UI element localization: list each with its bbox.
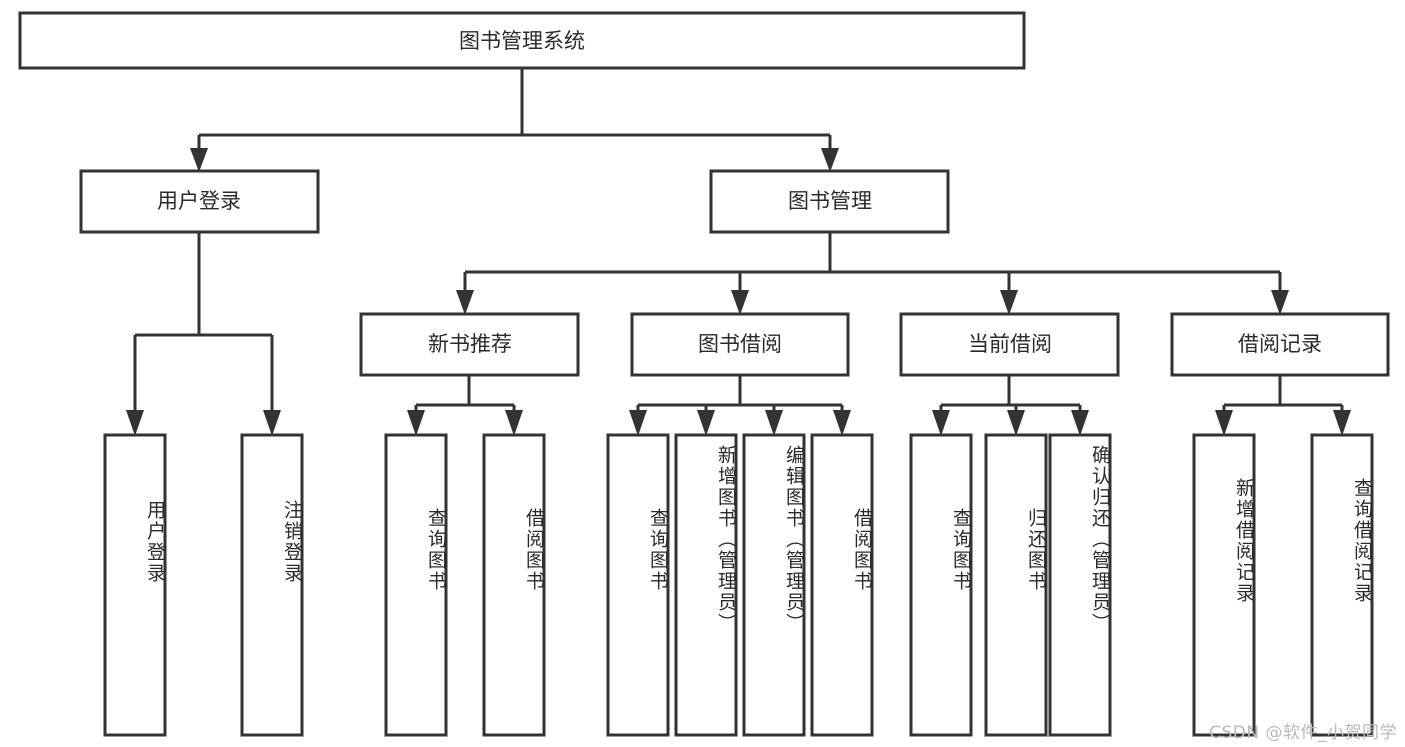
- node-box-leaf-query-book-rec[interactable]: [384, 433, 448, 737]
- node-box-group: 图书管理系统 用户登录 图书管理 新书推荐 图书借阅 当前借阅 借阅记录: [18, 11, 1390, 737]
- node-box-new-book-recommend[interactable]: [359, 312, 580, 377]
- node-box-leaf-user-logout[interactable]: [240, 433, 304, 737]
- node-box-root[interactable]: [18, 11, 1026, 70]
- arrow-icon: [731, 290, 749, 315]
- arrow-icon: [932, 410, 950, 436]
- arrow-icon: [697, 410, 715, 436]
- node-box-leaf-query-book-current[interactable]: [909, 433, 973, 737]
- arrow-icon: [126, 410, 144, 436]
- arrow-icon: [1000, 290, 1018, 315]
- arrow-icon: [1333, 410, 1351, 436]
- arrow-icon: [1271, 290, 1289, 315]
- node-box-leaf-return-book[interactable]: [984, 433, 1048, 737]
- arrow-icon: [1071, 410, 1089, 436]
- node-box-user-login[interactable]: [79, 169, 320, 234]
- node-box-book-management[interactable]: [709, 169, 950, 234]
- watermark: CSDN @软件_小贺同学: [1209, 723, 1397, 743]
- node-label-new-book-recommend: 新书推荐: [428, 332, 512, 356]
- node-box-book-borrow[interactable]: [630, 312, 850, 377]
- node-label-book-borrow: 图书借阅: [698, 332, 782, 356]
- node-label-borrow-record: 借阅记录: [1238, 332, 1322, 356]
- arrow-icon: [821, 148, 839, 172]
- node-label-book-management: 图书管理: [788, 189, 872, 213]
- arrow-icon: [407, 410, 425, 436]
- node-box-leaf-confirm-return-admin[interactable]: [1048, 433, 1112, 737]
- arrow-icon: [765, 410, 783, 436]
- arrow-icon: [1215, 410, 1233, 436]
- node-box-current-borrow[interactable]: [899, 312, 1120, 377]
- arrowhead-group: [126, 148, 1351, 436]
- arrow-icon: [629, 410, 647, 436]
- node-box-leaf-edit-book-admin[interactable]: [742, 433, 806, 737]
- node-box-leaf-user-login[interactable]: [103, 433, 167, 737]
- node-label-root: 图书管理系统: [459, 29, 585, 53]
- node-box-leaf-add-book-admin[interactable]: [674, 433, 738, 737]
- node-box-leaf-borrow-book-rec[interactable]: [482, 433, 546, 737]
- node-box-leaf-query-borrow-record[interactable]: [1310, 433, 1374, 737]
- arrow-icon: [190, 148, 208, 172]
- node-label-user-login: 用户登录: [157, 189, 241, 213]
- node-label-current-borrow: 当前借阅: [968, 332, 1052, 356]
- node-box-leaf-add-borrow-record[interactable]: [1192, 433, 1256, 737]
- arrow-icon: [833, 410, 851, 436]
- node-box-leaf-query-book-borrow[interactable]: [606, 433, 670, 737]
- node-box-leaf-borrow-book[interactable]: [810, 433, 874, 737]
- arrow-icon: [505, 410, 523, 436]
- arrow-icon: [263, 410, 281, 436]
- node-box-borrow-record[interactable]: [1170, 312, 1390, 377]
- arrow-icon: [456, 290, 474, 315]
- arrow-icon: [1007, 410, 1025, 436]
